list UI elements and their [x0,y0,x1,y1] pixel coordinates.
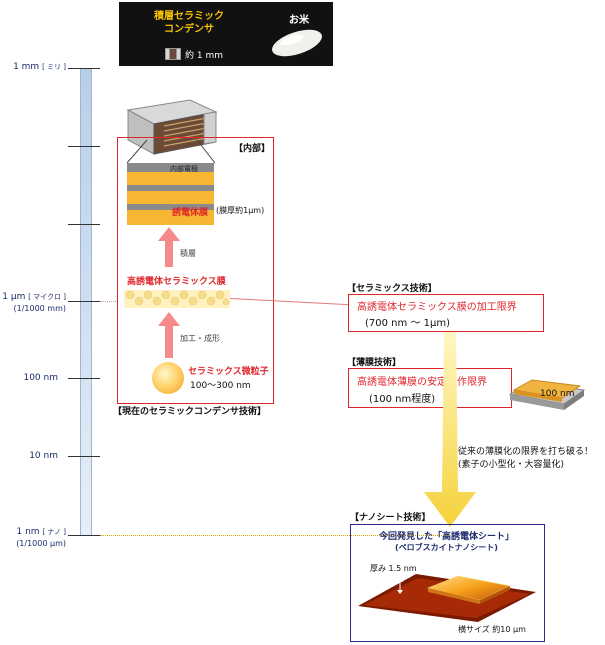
nanosheet-title: 【ナノシート技術】 [350,513,431,523]
thin-film-chip-icon [508,379,586,410]
ceramic-limit-text: 高誘電体セラミックス膜の加工限界 [357,302,517,313]
particle-size: 100〜300 nm [190,381,251,391]
axis-label-1um: 1 μm [ マイクロ ] (1/1000 mm) [0,292,66,314]
axis-label-10nm: 10 nm [2,451,58,462]
tick-10nm [68,456,100,457]
rice-label: お米 [289,15,309,26]
zoom-lines [126,139,216,164]
axis-label-sub2: (1/1000 mm) [13,304,66,313]
breakthrough-line1: 従来の薄膜化の限界を打ち破る！ [458,447,594,457]
breakthrough-line2: (素子の小型化・大容量化) [458,460,565,470]
thin-film-limit-text: 高誘電体薄膜の安定動作限界 [357,377,487,388]
axis-label-sub: [ ミリ ] [42,63,66,71]
small-chip-icon [165,48,181,60]
layer-stack [127,163,214,225]
axis-label-main: 1 nm [16,527,40,537]
ceramic-limit-range: (700 nm 〜 1μm) [365,318,450,329]
axis-label-1mm: 1 mm [ ミリ ] [2,62,66,73]
inner-title: 【内部】 [234,144,271,154]
tick-100nm [68,378,100,379]
thin-film-title: 【薄膜技術】 [347,358,402,368]
axis-label-sub: [ ナノ ] [42,528,66,536]
axis-label-sub2: (1/1000 μm) [16,539,66,548]
ceramic-tech-title: 【セラミックス技術】 [347,284,437,294]
axis-label-main: 10 nm [29,451,58,461]
nanosheet-width: 横サイズ 約10 μm [458,625,526,634]
capacitor-title-line2: コンデンサ [164,24,214,35]
thin-film-chip-label: 100 nm [540,389,575,399]
nanosheet-headline: 今回発見した「高誘電体シート」 [378,532,514,542]
current-tech-caption: 【現在のセラミックコンデンサ技術】 [113,407,267,417]
particle-film [124,290,230,308]
rice-grain-icon [272,29,322,57]
um-guideline [100,301,118,302]
particle-sphere-icon [152,362,184,394]
breakthrough-arrow-icon [424,332,476,527]
tick-1nm [68,535,100,536]
size-label: 約 1 mm [185,51,223,61]
axis-label-main: 1 μm [2,292,26,302]
particle-label: セラミックス微粒子 [188,367,269,377]
tick-1um [68,301,100,302]
nm-guideline [100,535,450,536]
capacitor-title-line1: 積層セラミック [154,11,224,22]
stack-arrow-icon [158,227,180,267]
axis-label-main: 1 mm [13,62,40,72]
nanosheet-thickness: 厚み 1.5 nm [370,564,417,573]
axis-label-main: 100 nm [23,373,58,383]
axis-label-1nm: 1 nm [ ナノ ] (1/1000 μm) [0,527,66,549]
thin-film-limit-box: 高誘電体薄膜の安定動作限界 (100 nm程度) [348,368,512,408]
breakthrough-text: 従来の薄膜化の限界を打ち破る！ (素子の小型化・大容量化) [458,446,593,472]
nanosheet-subline: (ペロブスカイトナノシート) [395,543,498,552]
current-tech-panel [117,137,274,404]
tick-minor-2 [68,224,100,225]
dielectric-label: 誘電体膜 [172,208,209,218]
stack-label: 積層 [180,249,196,258]
nanosheet-box [350,524,545,642]
axis-label-sub: [ マイクロ ] [28,293,66,301]
tick-1mm [68,68,100,69]
tick-minor-1 [68,146,100,147]
capacitor-cutaway-icon [126,99,218,155]
thin-film-limit-range: (100 nm程度) [369,394,436,405]
process-label: 加工・成形 [180,334,220,343]
ceramic-limit-box: 高誘電体セラミックス膜の加工限界 (700 nm 〜 1μm) [348,294,544,332]
axis-label-100nm: 100 nm [2,373,58,384]
thickness-label: (膜厚約1μm) [216,206,265,215]
photo-panel: 積層セラミック コンデンサ 約 1 mm お米 [119,2,333,66]
film-label: 高誘電体セラミックス膜 [127,277,226,287]
process-arrow-icon [158,312,180,358]
electrode-label: 内部電極 [170,165,198,173]
afm-image [358,574,536,622]
capacitor-title: 積層セラミック コンデンサ [149,10,229,36]
